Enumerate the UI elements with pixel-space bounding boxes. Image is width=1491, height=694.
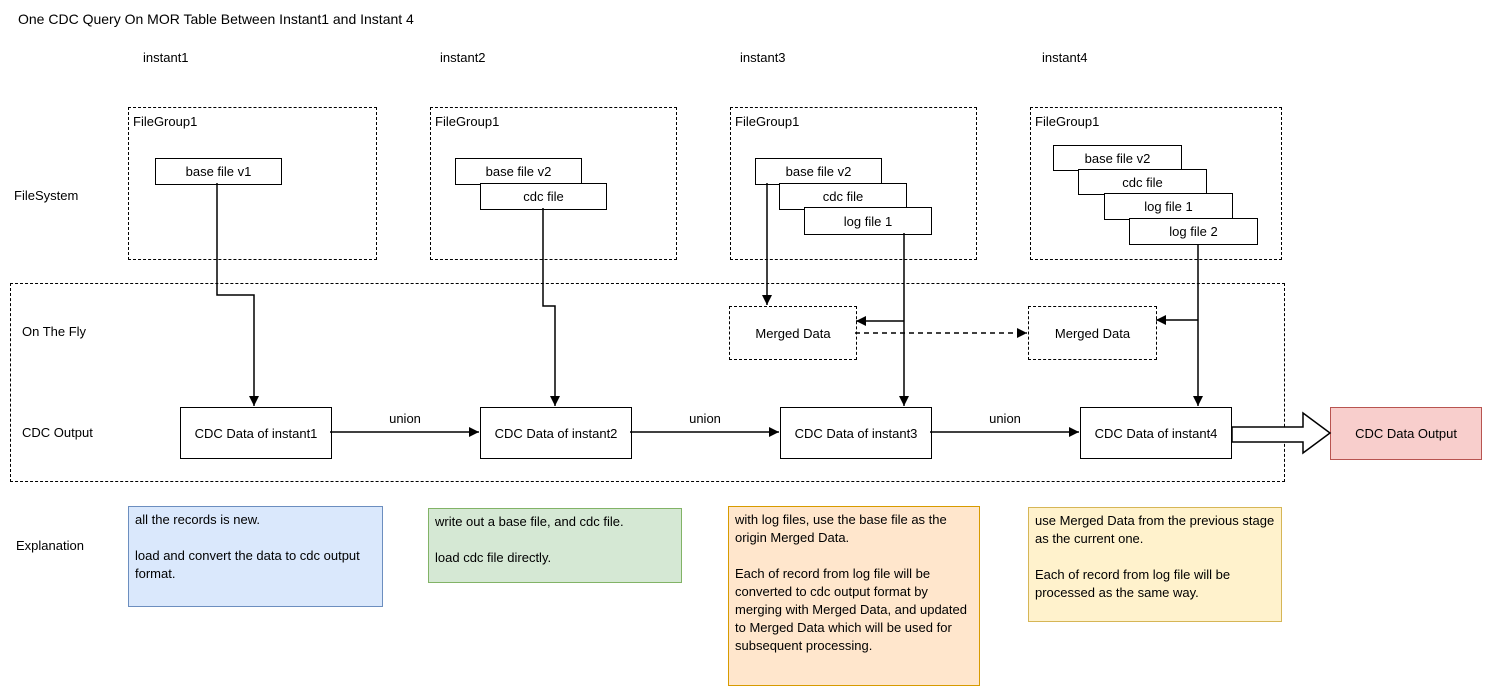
union-label-1: union (389, 411, 421, 426)
filegroup-box-instant4: FileGroup1 (1030, 107, 1282, 260)
merged-data-box-instant4: Merged Data (1028, 306, 1157, 360)
instant1-label: instant1 (143, 50, 189, 65)
file-box-cdc: cdc file (480, 183, 607, 210)
cdc-data-box-instant1: CDC Data of instant1 (180, 407, 332, 459)
explanation-box-instant4: use Merged Data from the previous stage … (1028, 507, 1282, 622)
row-label-cdc-output: CDC Output (22, 425, 93, 440)
cdc-data-box-instant2: CDC Data of instant2 (480, 407, 632, 459)
filegroup-label: FileGroup1 (435, 114, 500, 129)
file-box-cdc: cdc file (1078, 169, 1207, 195)
filegroup-label: FileGroup1 (1035, 114, 1100, 129)
file-box-base-v1: base file v1 (155, 158, 282, 185)
merged-data-box-instant3: Merged Data (729, 306, 857, 360)
explanation-box-instant2: write out a base file, and cdc file. loa… (428, 508, 682, 583)
explanation-box-instant1: all the records is new. load and convert… (128, 506, 383, 607)
instant3-label: instant3 (740, 50, 786, 65)
filegroup-box-instant3: FileGroup1 (730, 107, 977, 260)
file-box-log2: log file 2 (1129, 218, 1258, 245)
on-the-fly-container (10, 283, 1285, 482)
union-label-2: union (689, 411, 721, 426)
diagram-title: One CDC Query On MOR Table Between Insta… (18, 11, 414, 27)
instant4-label: instant4 (1042, 50, 1088, 65)
file-box-log1: log file 1 (804, 207, 932, 235)
file-box-base-v2: base file v2 (755, 158, 882, 185)
union-label-3: union (989, 411, 1021, 426)
file-box-cdc: cdc file (779, 183, 907, 210)
file-box-base-v2: base file v2 (455, 158, 582, 185)
row-label-on-the-fly: On The Fly (22, 324, 87, 339)
row-label-explanation: Explanation (16, 538, 84, 553)
filegroup-label: FileGroup1 (735, 114, 800, 129)
cdc-data-box-instant3: CDC Data of instant3 (780, 407, 932, 459)
file-box-base-v2: base file v2 (1053, 145, 1182, 171)
filegroup-label: FileGroup1 (133, 114, 198, 129)
cdc-data-box-instant4: CDC Data of instant4 (1080, 407, 1232, 459)
explanation-box-instant3: with log files, use the base file as the… (728, 506, 980, 686)
row-label-filesystem: FileSystem (14, 188, 79, 203)
cdc-data-output-box: CDC Data Output (1330, 407, 1482, 460)
instant2-label: instant2 (440, 50, 486, 65)
file-box-log1: log file 1 (1104, 193, 1233, 220)
